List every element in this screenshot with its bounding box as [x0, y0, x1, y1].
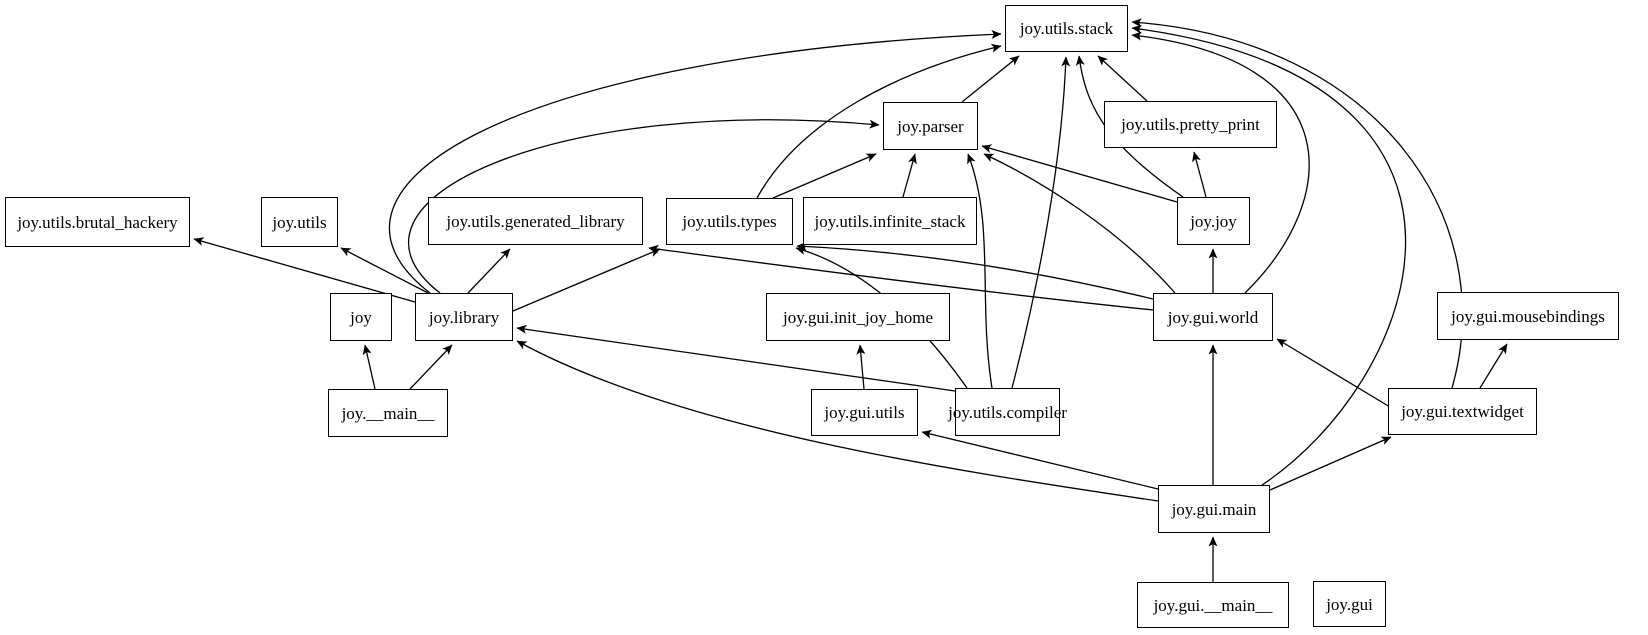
edge-joy_main-to-joy — [362, 344, 376, 390]
edge-library-to-generated_library — [467, 248, 511, 294]
edge-compiler-to-parser — [967, 153, 993, 389]
node-stack: joy.utils.stack — [1005, 5, 1128, 52]
node-label: joy.gui.world — [1167, 307, 1259, 327]
edge-pretty_print-to-stack — [1097, 55, 1148, 102]
node-label: joy.parser — [897, 116, 964, 136]
edge-library-to-brutal_hackery — [193, 237, 416, 303]
node-generated_library: joy.utils.generated_library — [428, 197, 643, 245]
node-label: joy.gui.init_joy_home — [782, 307, 933, 327]
node-infinite_stack: joy.utils.infinite_stack — [803, 197, 977, 245]
edge-textwidget-to-mousebindings — [1479, 343, 1508, 389]
node-label: joy.utils.pretty_print — [1121, 115, 1260, 134]
node-label: joy.gui.__main__ — [1153, 595, 1273, 615]
edge-library-to-types — [512, 248, 661, 312]
edge-textwidget-to-world — [1276, 338, 1391, 408]
node-label: joy — [350, 307, 372, 327]
node-gui_main_main: joy.gui.__main__ — [1137, 582, 1289, 628]
edge-library-to-stack — [388, 29, 1002, 294]
edge-gui_utils-to-init_joy_home — [856, 344, 866, 390]
edge-joy_joy-to-parser — [981, 144, 1178, 203]
node-label: joy.gui.mousebindings — [1451, 306, 1605, 326]
node-label: joy.joy — [1190, 211, 1237, 231]
node-label: joy.utils.generated_library — [446, 211, 625, 231]
node-gui_main: joy.gui.main — [1158, 485, 1270, 533]
node-label: joy.utils.brutal_hackery — [17, 212, 178, 232]
node-types: joy.utils.types — [666, 198, 793, 245]
edge-parser-to-stack — [961, 55, 1020, 103]
edge-gui_main-to-stack — [1131, 24, 1407, 486]
node-joy: joy — [330, 293, 392, 341]
node-pretty_print: joy.utils.pretty_print — [1104, 101, 1277, 148]
node-world: joy.gui.world — [1153, 293, 1273, 341]
edge-library-to-utils — [340, 247, 429, 294]
node-label: joy.gui — [1326, 594, 1373, 614]
node-parser: joy.parser — [883, 102, 978, 150]
edge-library-to-parser — [407, 119, 880, 294]
node-gui_utils: joy.gui.utils — [811, 389, 918, 436]
node-label: joy.utils.types — [682, 212, 777, 231]
node-joy_main: joy.__main__ — [328, 389, 448, 437]
node-textwidget: joy.gui.textwidget — [1388, 388, 1537, 435]
edge-types-to-parser — [772, 153, 877, 199]
node-library: joy.library — [415, 293, 513, 341]
node-compiler: joy.utils.compiler — [948, 388, 1067, 436]
edge-gui_main-to-library — [516, 340, 1159, 502]
node-utils: joy.utils — [261, 197, 338, 247]
edge-compiler-to-stack — [1011, 56, 1071, 389]
node-label: joy.gui.utils — [824, 403, 905, 422]
node-label: joy.utils.compiler — [948, 402, 1067, 422]
node-joy_joy: joy.joy — [1177, 197, 1250, 245]
edge-joy_joy-to-stack — [1075, 55, 1184, 198]
edge-world-to-generated_library — [648, 244, 1154, 311]
edge-compiler-to-types — [795, 246, 968, 389]
edges-group — [193, 18, 1508, 582]
node-label: joy.gui.main — [1171, 499, 1257, 519]
edge-world-to-types — [796, 241, 1154, 300]
edge-joy_main-to-library — [409, 344, 453, 390]
node-gui: joy.gui — [1313, 581, 1386, 627]
node-label: joy.gui.textwidget — [1401, 402, 1524, 421]
node-init_joy_home: joy.gui.init_joy_home — [766, 293, 950, 341]
node-label: joy.utils.stack — [1019, 19, 1114, 38]
edge-types-to-stack — [756, 43, 1002, 199]
node-label: joy.library — [428, 307, 500, 327]
edge-joy_joy-to-pretty_print — [1192, 151, 1207, 198]
edge-compiler-to-library — [516, 324, 956, 392]
edge-world-to-parser — [983, 153, 1176, 294]
node-mousebindings: joy.gui.mousebindings — [1437, 292, 1619, 340]
node-label: joy.utils — [272, 212, 327, 232]
edge-world-to-stack — [1131, 31, 1310, 294]
edge-infinite_stack-to-parser — [902, 153, 917, 198]
edge-gui_main-to-gui_utils — [921, 429, 1159, 490]
edge-gui_main-to-textwidget — [1269, 436, 1392, 491]
node-brutal_hackery: joy.utils.brutal_hackery — [5, 197, 190, 247]
node-label: joy.utils.infinite_stack — [814, 211, 966, 231]
node-label: joy.__main__ — [341, 403, 435, 423]
